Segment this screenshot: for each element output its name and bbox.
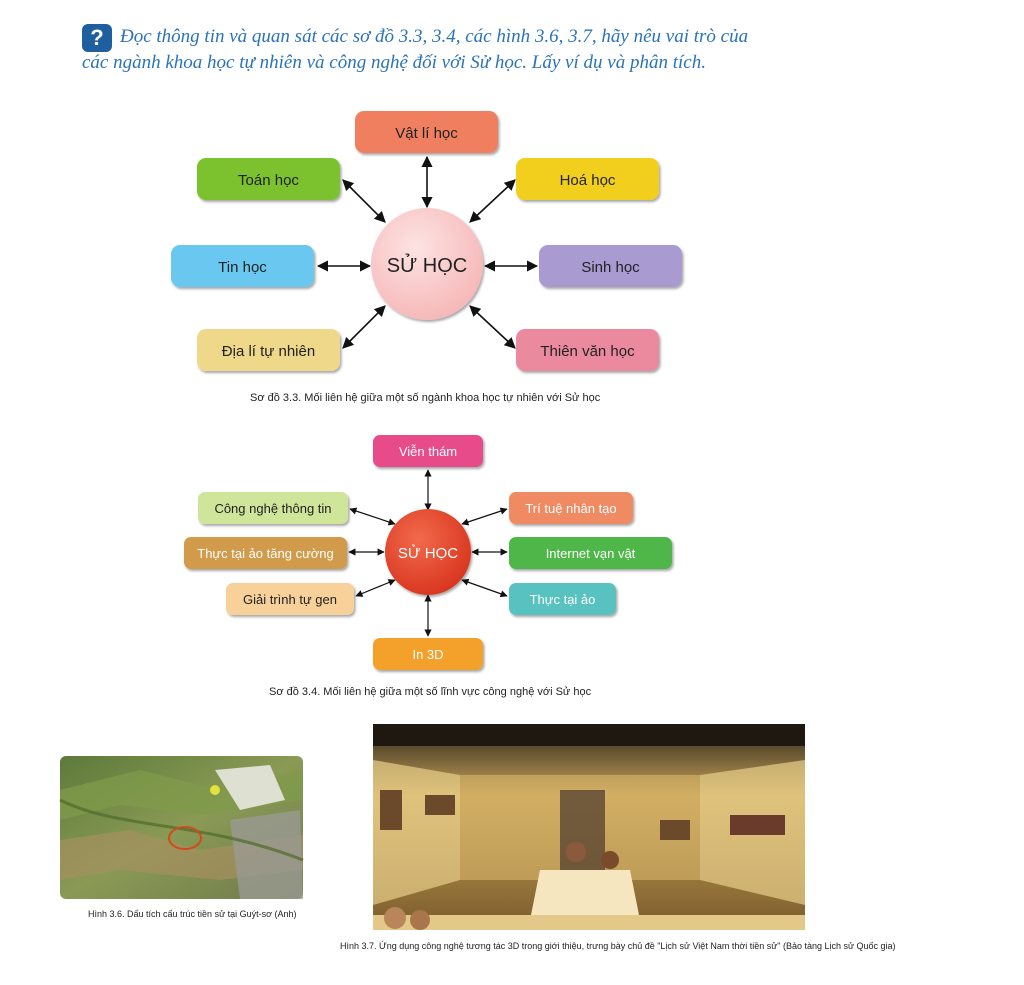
node-label: Giải trình tự gen (243, 592, 337, 607)
diagram-2-connectors (348, 469, 508, 637)
highlight-ring (168, 826, 202, 850)
node-label: Internet vạn vật (546, 546, 636, 561)
node-label: Toán học (238, 172, 299, 189)
diagram-1-caption: Sơ đồ 3.3. Mối liên hệ giữa một số ngành… (250, 392, 601, 404)
center-circle (385, 509, 471, 595)
node-vien-tham: Viễn thám (373, 435, 483, 467)
node-label: Địa lí tự nhiên (222, 343, 315, 360)
question-line-1: Đọc thông tin và quan sát các sơ đồ 3.3,… (120, 26, 749, 47)
node-label: Sinh học (581, 259, 640, 276)
node-box (198, 492, 348, 524)
node-tri-tue-nhan-tao: Trí tuệ nhân tạo (509, 492, 633, 524)
question-text: Đọc thông tin và quan sát các sơ đồ 3.3,… (82, 24, 842, 76)
diagram-2-center: SỬ HỌC (385, 509, 471, 595)
node-box (509, 583, 616, 615)
node-hoa-hoc: Hoá học (516, 158, 659, 200)
diagram-2: Viễn thám Công nghệ thông tin Trí tuệ nh… (184, 435, 672, 670)
node-box (184, 537, 347, 569)
node-cong-nghe-thong-tin: Công nghệ thông tin (198, 492, 348, 524)
diagram-1-connectors (316, 155, 539, 349)
node-box (226, 583, 354, 615)
figure-3-6-aerial-photo (59, 756, 304, 899)
node-label: Công nghệ thông tin (214, 501, 331, 516)
node-box (197, 329, 340, 371)
node-toan-hoc: Toán học (197, 158, 340, 200)
diagram-1-center: SỬ HỌC (371, 208, 483, 320)
connector (461, 578, 508, 598)
figure-3-7-museum-photo (373, 724, 805, 930)
center-circle (371, 208, 483, 320)
node-sinh-hoc: Sinh học (539, 245, 682, 287)
node-dia-li-tu-nhien: Địa lí tự nhiên (197, 329, 340, 371)
node-label: Thực tại ảo tăng cường (197, 546, 334, 561)
node-vat-li-hoc: Vật lí học (355, 111, 498, 153)
node-internet-van-vat: Internet vạn vật (509, 537, 672, 569)
figure-3-6-caption: Hình 3.6. Dấu tích cấu trúc tiền sử tại … (88, 909, 297, 919)
node-label: Thiên văn học (540, 343, 635, 360)
node-box (373, 435, 483, 467)
connector (469, 179, 516, 223)
node-box (171, 245, 314, 287)
node-box (539, 245, 682, 287)
connector (355, 579, 396, 597)
question-block: ? Đọc thông tin và quan sát các sơ đồ 3.… (82, 24, 842, 76)
node-giai-trinh-tu-gen: Giải trình tự gen (226, 583, 354, 615)
figure-3-7-caption: Hình 3.7. Ứng dụng công nghệ tương tác 3… (340, 941, 896, 951)
question-mark-icon: ? (82, 24, 112, 52)
node-box (373, 638, 483, 670)
diagram-1: Vật lí học Toán học Hoá học Tin học Sinh… (171, 111, 682, 371)
node-box (197, 158, 340, 200)
connector (461, 507, 508, 526)
node-thien-van-hoc: Thiên văn học (516, 329, 659, 371)
diagram-2-caption: Sơ đồ 3.4. Mối liên hệ giữa một số lĩnh … (269, 686, 592, 698)
question-line-2: các ngành khoa học tự nhiên và công nghệ… (82, 52, 706, 73)
connector (469, 305, 516, 349)
node-label: Thực tại ảo (530, 592, 596, 607)
node-tin-hoc: Tin học (171, 245, 314, 287)
node-box (516, 329, 659, 371)
node-label: Trí tuệ nhân tạo (525, 501, 616, 516)
node-thuc-tai-ao: Thực tại ảo (509, 583, 616, 615)
node-label: In 3D (412, 647, 443, 662)
node-box (516, 158, 659, 200)
node-label: Vật lí học (395, 125, 458, 142)
connector (349, 507, 396, 526)
node-box (355, 111, 498, 153)
center-label: SỬ HỌC (398, 544, 458, 562)
node-label: Hoá học (560, 172, 616, 189)
node-label: Viễn thám (399, 444, 457, 459)
node-thuc-tai-ao-tang-cuong: Thực tại ảo tăng cường (184, 537, 347, 569)
node-box (509, 537, 672, 569)
connector (342, 179, 386, 223)
node-label: Tin học (218, 259, 267, 276)
node-in-3d: In 3D (373, 638, 483, 670)
node-box (509, 492, 633, 524)
center-label: SỬ HỌC (387, 253, 467, 277)
connector (342, 305, 386, 349)
